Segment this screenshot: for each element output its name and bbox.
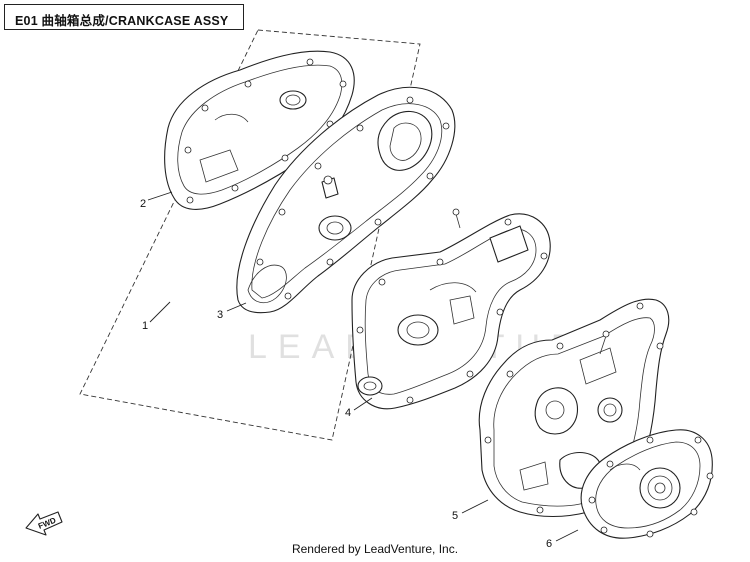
page-title: E01 曲轴箱总成/CRANKCASE ASSY (15, 10, 228, 29)
leader-2 (147, 191, 173, 201)
callout-6[interactable]: 6 (546, 538, 552, 550)
leader-6 (555, 529, 579, 542)
title-en: /CRANKCASE ASSY (105, 14, 229, 28)
leader-5 (461, 499, 489, 514)
part-3-inner-cover[interactable] (236, 86, 456, 314)
fwd-arrow: FWD (25, 511, 63, 536)
diagram-code: E01 (15, 14, 38, 28)
assembly-frame (79, 29, 421, 441)
title-zh: 曲轴箱总成 (41, 13, 106, 28)
leader-3 (226, 302, 247, 312)
part-2-outer-cover[interactable] (164, 50, 355, 210)
callout-3[interactable]: 3 (217, 309, 223, 321)
part-4-left-crankcase[interactable] (351, 208, 551, 410)
leader-4 (353, 397, 373, 411)
part-6-magneto-cover[interactable] (580, 429, 714, 539)
footer-credit: Rendered by LeadVenture, Inc. (291, 542, 459, 556)
callout-5[interactable]: 5 (452, 510, 458, 522)
title-box: E01 曲轴箱总成/CRANKCASE ASSY (4, 4, 244, 30)
callout-4[interactable]: 4 (345, 407, 351, 419)
callout-2[interactable]: 2 (140, 198, 146, 210)
leader-1 (149, 301, 171, 323)
callout-1[interactable]: 1 (142, 320, 148, 332)
